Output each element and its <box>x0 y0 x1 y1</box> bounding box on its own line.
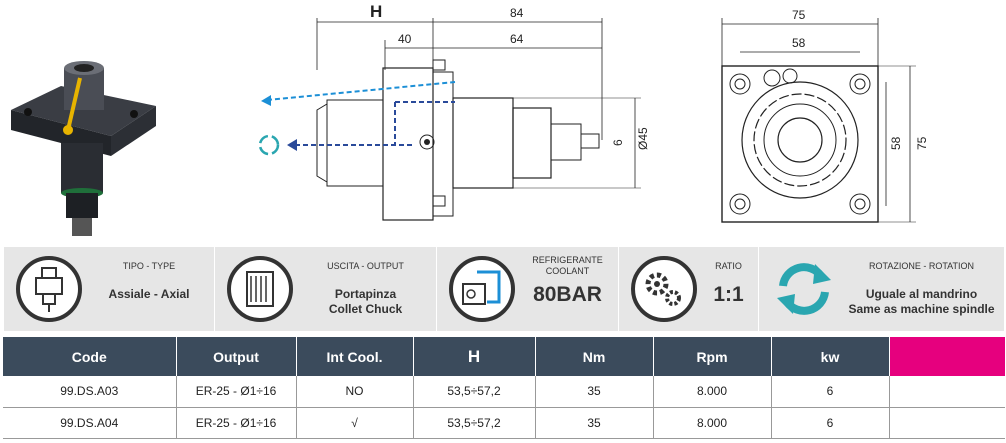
cell-code: 99.DS.A04 <box>3 407 177 439</box>
spec-table: Code Output Int Cool. H Nm Rpm kw 99.DS.… <box>3 337 1005 439</box>
feature-label: TIPO - TYPE <box>122 261 176 271</box>
feature-output: USCITA - OUTPUT Portapinza Collet Chuck <box>214 247 436 331</box>
feature-strip: TIPO - TYPE Assiale - Axial USCITA - OUT… <box>4 247 1004 331</box>
gears-icon <box>631 256 697 322</box>
cell-code: 99.DS.A03 <box>3 376 177 408</box>
coolant-icon <box>449 256 515 322</box>
dim-75-top: 75 <box>792 8 806 22</box>
tool-holder-render <box>11 61 156 236</box>
axial-tool-icon <box>16 256 82 322</box>
cell-output: ER-25 - Ø1÷16 <box>176 376 297 408</box>
dim-75-side: 75 <box>915 136 929 150</box>
col-rpm: Rpm <box>653 337 772 376</box>
table-header-row: Code Output Int Cool. H Nm Rpm kw <box>3 337 1005 376</box>
feature-label: REFRIGERANTE COOLANT <box>532 255 603 276</box>
cell-kw: 6 <box>771 407 890 439</box>
feature-value: 1:1 <box>713 283 744 306</box>
dim-40: 40 <box>398 32 412 46</box>
feature-label: ROTAZIONE - ROTATION <box>869 261 974 271</box>
feature-value: Uguale al mandrino Same as machine spind… <box>848 287 995 316</box>
feature-label: USCITA - OUTPUT <box>327 261 404 271</box>
dim-45: Ø45 <box>636 127 650 150</box>
feature-type: TIPO - TYPE Assiale - Axial <box>4 247 214 331</box>
col-kw: kw <box>771 337 890 376</box>
feature-label: RATIO <box>715 261 742 271</box>
technical-drawings: H 84 40 64 Ø45 6 <box>11 2 929 236</box>
dim-58-side: 58 <box>889 136 903 150</box>
feature-rotation: ROTAZIONE - ROTATION Uguale al mandrino … <box>758 247 1004 331</box>
cell-kw: 6 <box>771 376 890 408</box>
col-output: Output <box>176 337 297 376</box>
feature-value: Portapinza Collet Chuck <box>328 287 403 316</box>
table-row: 99.DS.A03 ER-25 - Ø1÷16 NO 53,5÷57,2 35 … <box>3 376 1005 408</box>
dim-64: 64 <box>510 32 524 46</box>
feature-value: 80BAR <box>533 283 602 306</box>
cell-h: 53,5÷57,2 <box>413 407 536 439</box>
dim-h: H <box>370 2 382 21</box>
cell-rpm: 8.000 <box>653 407 772 439</box>
cell-output: ER-25 - Ø1÷16 <box>176 407 297 439</box>
table-row: 99.DS.A04 ER-25 - Ø1÷16 √ 53,5÷57,2 35 8… <box>3 407 1005 439</box>
col-nm: Nm <box>535 337 654 376</box>
col-accent <box>889 337 1005 376</box>
cell-nm: 35 <box>535 407 654 439</box>
col-code: Code <box>3 337 177 376</box>
cell-int-cool: √ <box>296 407 414 439</box>
front-view-drawing: 75 58 58 75 <box>721 8 929 223</box>
cell-nm: 35 <box>535 376 654 408</box>
feature-ratio: RATIO 1:1 <box>618 247 758 331</box>
feature-coolant: REFRIGERANTE COOLANT 80BAR <box>436 247 618 331</box>
col-h: H <box>413 337 536 376</box>
dim-6: 6 <box>611 139 625 146</box>
collet-chuck-icon <box>227 256 293 322</box>
col-int-cool: Int Cool. <box>296 337 414 376</box>
dim-58-top: 58 <box>792 36 806 50</box>
cell-h: 53,5÷57,2 <box>413 376 536 408</box>
feature-value: Assiale - Axial <box>108 287 190 301</box>
cell-extra <box>889 376 1005 408</box>
cell-int-cool: NO <box>296 376 414 408</box>
rotation-icon <box>777 263 831 315</box>
cell-rpm: 8.000 <box>653 376 772 408</box>
dim-84: 84 <box>510 6 524 20</box>
side-view-drawing: H 84 40 64 Ø45 6 <box>258 2 650 221</box>
cell-extra <box>889 407 1005 439</box>
